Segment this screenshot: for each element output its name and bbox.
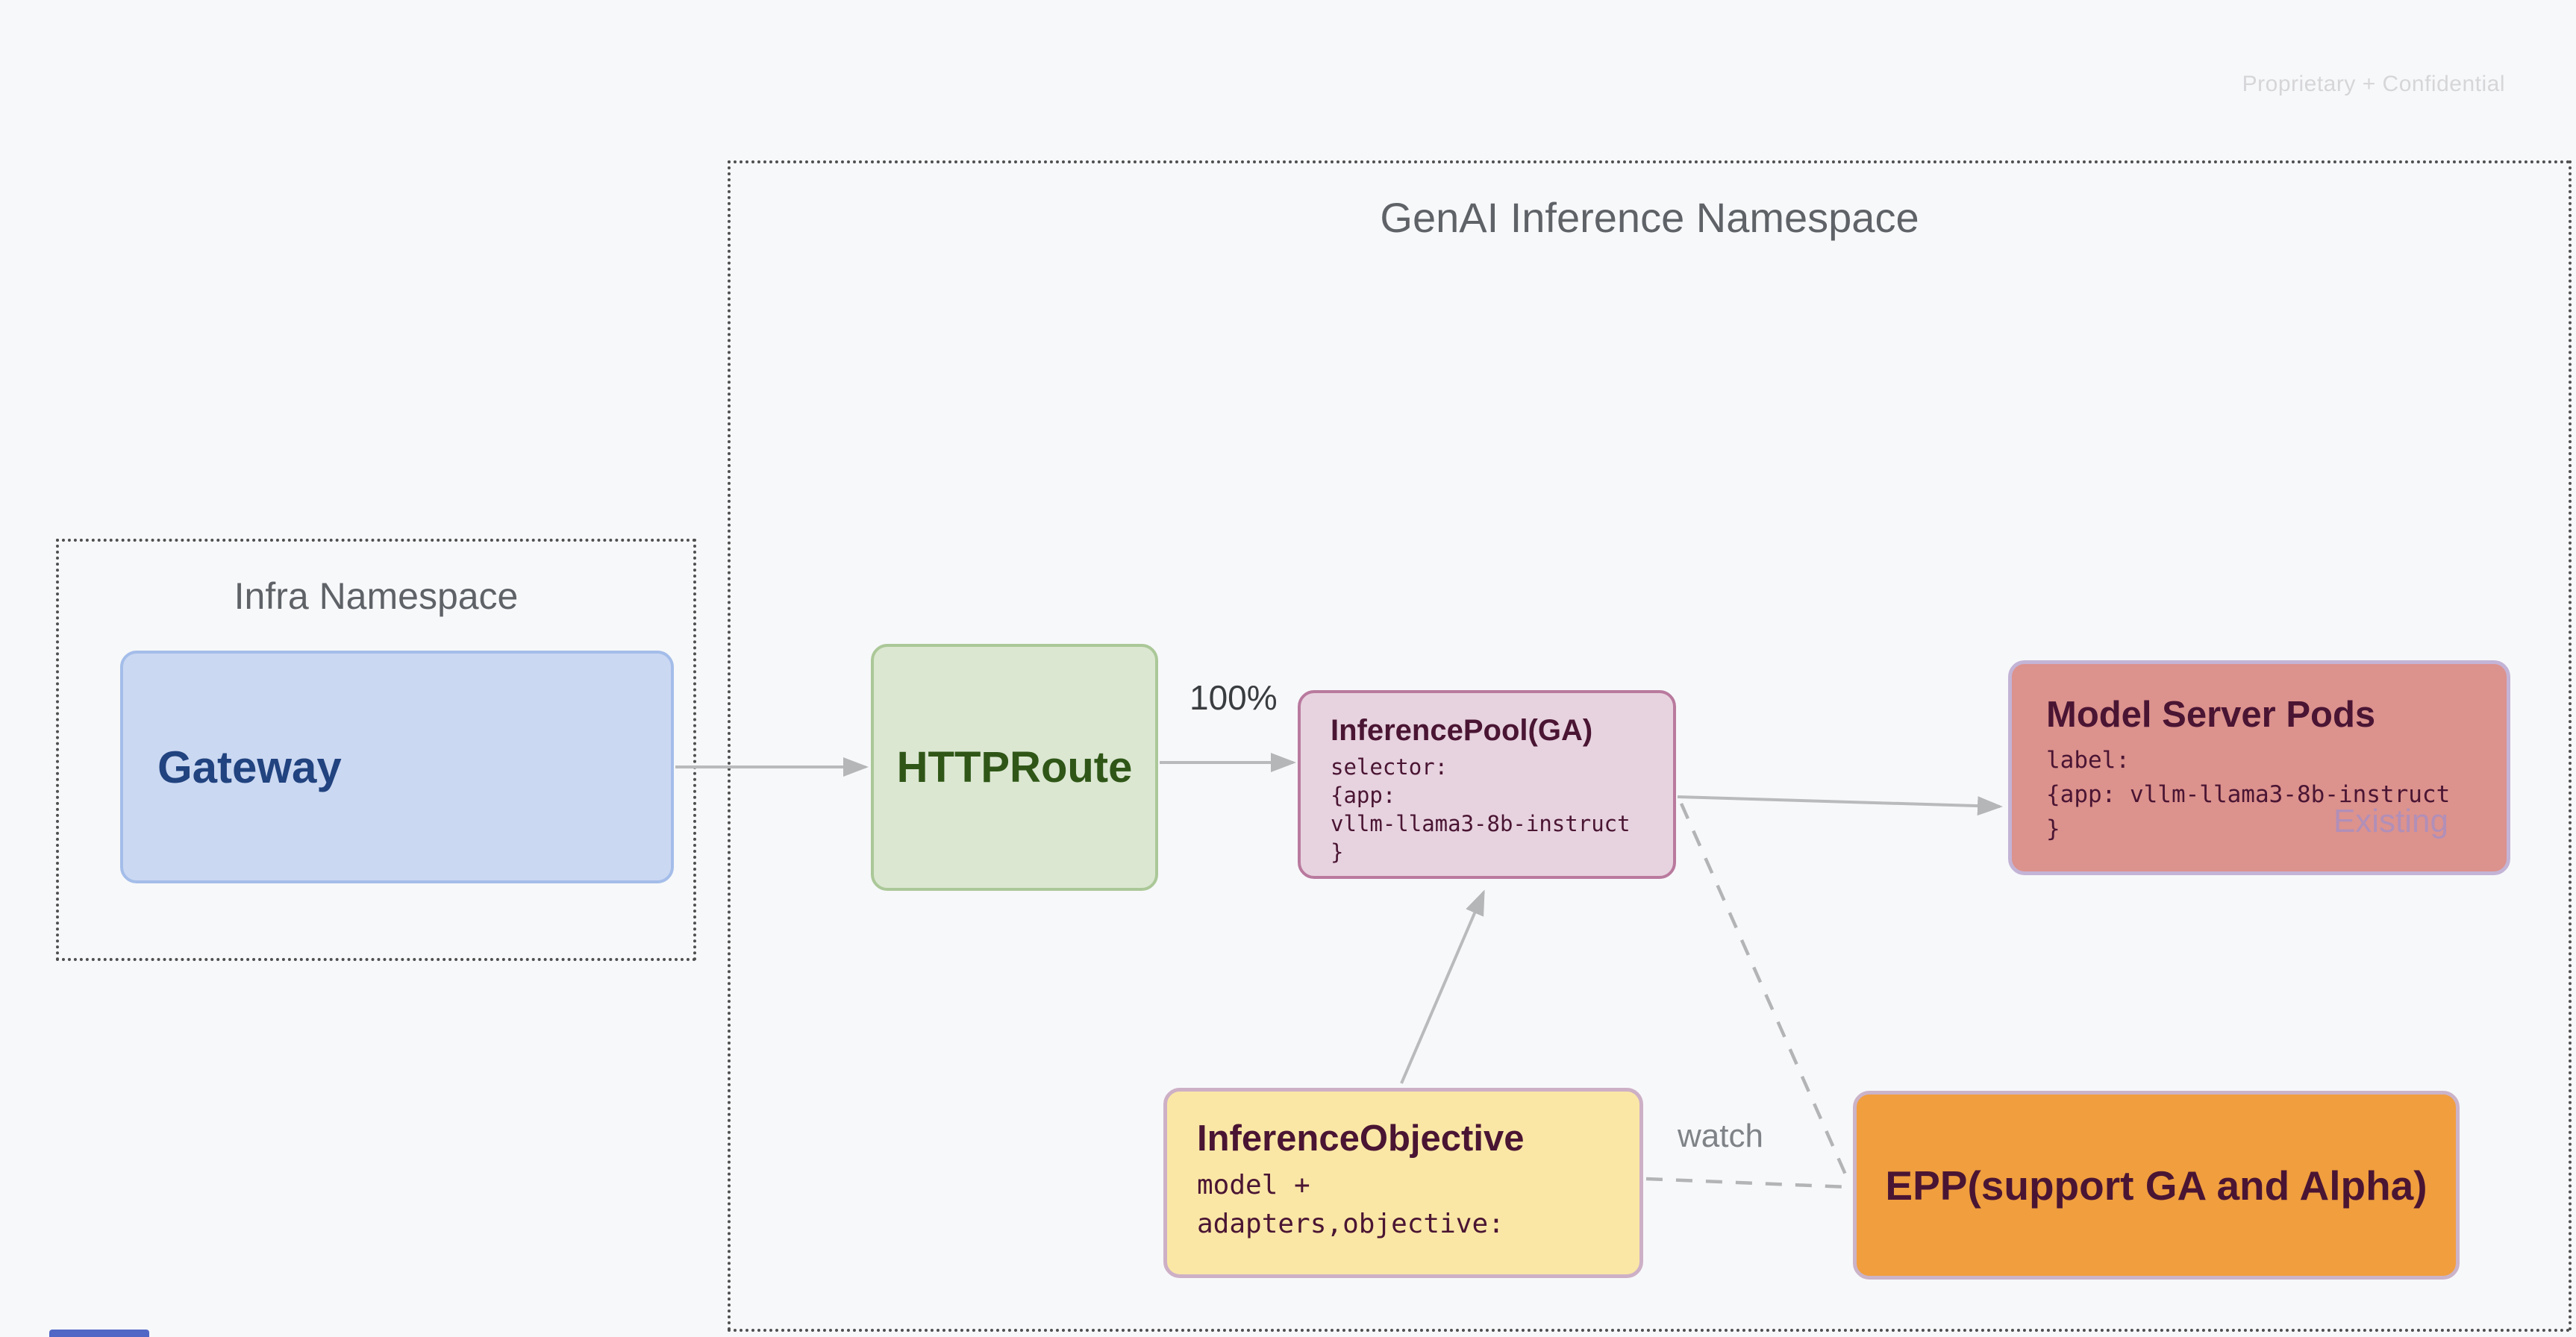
infra-namespace-title: Infra Namespace: [234, 575, 519, 617]
inferencepool-selector-line: selector:: [1331, 754, 1448, 780]
modelserverpods-label-line: {app: vllm-llama3-8b-instruct: [2046, 781, 2451, 808]
modelserverpods-label-line: label:: [2046, 747, 2130, 774]
watch-label: watch: [1678, 1118, 1763, 1154]
genai-namespace-title: GenAI Inference Namespace: [1380, 194, 1919, 241]
inferencepool-title: InferencePool(GA): [1331, 714, 1593, 747]
httproute-node: HTTPRoute: [871, 644, 1158, 891]
gateway-label: Gateway: [157, 742, 342, 792]
inferenceobjective-body-line: model +: [1197, 1170, 1310, 1200]
route-weight-label: 100%: [1189, 678, 1278, 717]
epp-node: EPP(support GA and Alpha): [1853, 1091, 2460, 1280]
existing-tag: Existing: [2333, 803, 2448, 839]
inferenceobjective-node: InferenceObjective model + adapters,obje…: [1163, 1088, 1643, 1278]
inferenceobjective-title: InferenceObjective: [1197, 1118, 1525, 1159]
watermark-text: Proprietary + Confidential: [2242, 72, 2505, 96]
gateway-node: Gateway: [120, 651, 674, 883]
genai-namespace-box: GenAI Inference Namespace: [728, 160, 2572, 1332]
infra-namespace-box: Infra Namespace: [56, 539, 696, 961]
inferencepool-selector-line: {app:: [1331, 783, 1396, 808]
epp-label: EPP(support GA and Alpha): [1885, 1162, 2427, 1209]
modelserverpods-node: Model Server Pods label: {app: vllm-llam…: [2008, 660, 2510, 875]
modelserverpods-title: Model Server Pods: [2046, 695, 2376, 735]
httproute-label: HTTPRoute: [896, 743, 1133, 792]
bottom-left-accent-bar: [49, 1330, 149, 1337]
inferencepool-selector-line: vllm-llama3-8b-instruct: [1331, 811, 1631, 836]
inferencepool-selector-line: }: [1331, 839, 1344, 865]
inferenceobjective-body-line: adapters,objective:: [1197, 1209, 1504, 1239]
modelserverpods-label-line: }: [2046, 815, 2060, 842]
inferencepool-node: InferencePool(GA) selector: {app: vllm-l…: [1298, 690, 1676, 879]
